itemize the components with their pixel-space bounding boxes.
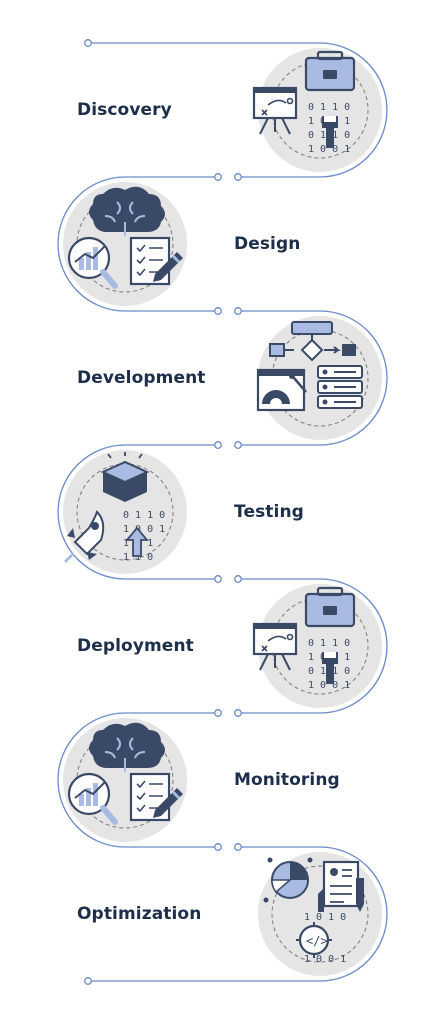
step-label: Testing — [234, 502, 304, 522]
connector-endpoint — [214, 441, 222, 449]
connector-endpoint — [84, 977, 92, 985]
connector-endpoint — [234, 843, 242, 851]
step-disc — [63, 182, 187, 306]
connector-endpoint — [234, 441, 242, 449]
connector-endpoints — [84, 39, 242, 985]
step-label: Discovery — [77, 100, 172, 120]
step-disc — [252, 584, 382, 708]
connector-endpoint — [234, 173, 242, 181]
connector-endpoint — [214, 709, 222, 717]
connector-endpoint — [214, 173, 222, 181]
step-disc — [252, 48, 382, 172]
step-label: Monitoring — [234, 770, 340, 790]
step-disc — [63, 450, 187, 574]
step-disc — [258, 852, 382, 976]
step-discs — [63, 48, 382, 976]
connector-endpoint — [234, 575, 242, 583]
step-label: Optimization — [77, 904, 202, 924]
connector-endpoint — [84, 39, 92, 47]
step-label: Development — [77, 368, 206, 388]
connector-endpoint — [234, 307, 242, 315]
connector-endpoint — [214, 307, 222, 315]
step-disc — [63, 718, 187, 842]
step-label: Design — [234, 234, 301, 254]
connector-endpoint — [234, 709, 242, 717]
connector-endpoint — [214, 575, 222, 583]
step-disc — [256, 316, 382, 440]
connector-endpoint — [214, 843, 222, 851]
step-label: Deployment — [77, 636, 194, 656]
connector-line — [57, 42, 388, 982]
